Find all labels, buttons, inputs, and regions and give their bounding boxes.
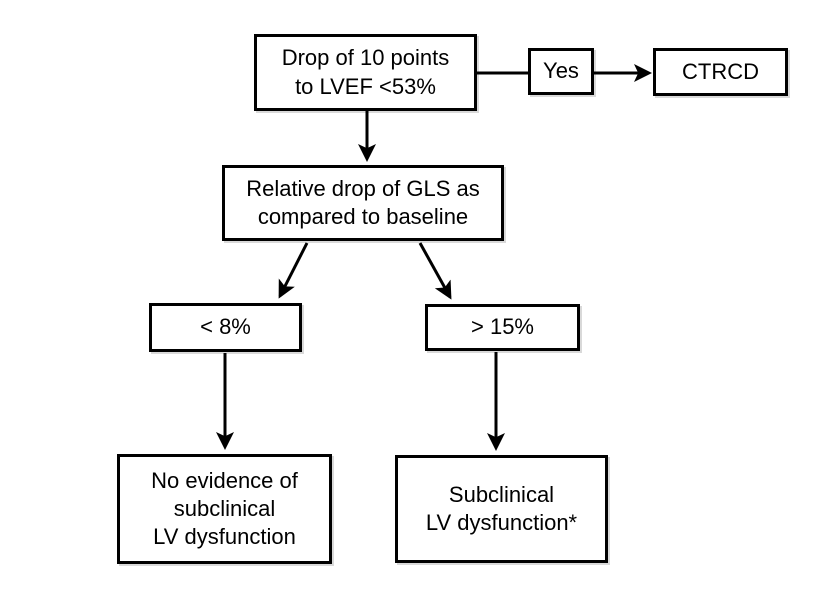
node-lvef-drop: Drop of 10 points to LVEF <53%: [254, 34, 477, 111]
node-gls-drop-label: Relative drop of GLS as compared to base…: [246, 175, 480, 229]
node-gls-greater-than-15pct: > 15%: [425, 304, 580, 351]
node-yes-label: Yes: [543, 58, 579, 84]
node-lvef-drop-label: Drop of 10 points to LVEF <53%: [281, 45, 450, 99]
node-yes: Yes: [528, 48, 594, 95]
node-gls-drop: Relative drop of GLS as compared to base…: [222, 165, 504, 241]
node-subclinical-lv-dysfunction: Subclinical LV dysfunction*: [395, 455, 608, 563]
node-gls-greater-than-15pct-label: > 15%: [471, 314, 534, 340]
node-subclinical-lv-dysfunction-label: Subclinical LV dysfunction*: [425, 481, 578, 535]
node-no-evidence-label: No evidence of subclinical LV dysfunctio…: [151, 467, 298, 550]
node-no-evidence: No evidence of subclinical LV dysfunctio…: [117, 454, 332, 564]
node-gls-less-than-8pct: < 8%: [149, 303, 302, 352]
node-ctrcd: CTRCD: [653, 48, 788, 96]
arrow-gls-to-gt15: [418, 242, 452, 300]
node-ctrcd-label: CTRCD: [682, 58, 759, 84]
node-gls-less-than-8pct-label: < 8%: [200, 314, 251, 340]
arrow-gls-to-lt8: [278, 242, 309, 299]
